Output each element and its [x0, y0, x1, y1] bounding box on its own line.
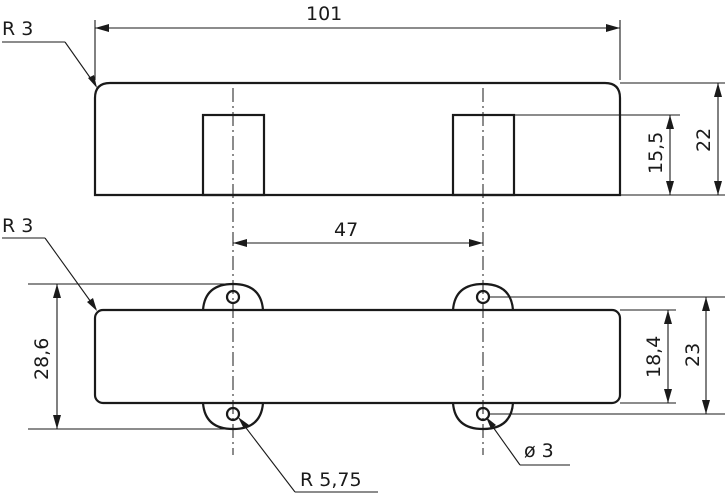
hole-bottom-right	[475, 406, 491, 422]
slot-height-label: 15,5	[645, 132, 667, 174]
hole-top-right	[475, 289, 491, 305]
ear-top-left	[201, 282, 265, 311]
dimension-cover-width: 18,4	[620, 309, 676, 404]
cover-width-label: 18,4	[643, 336, 665, 378]
pole-spacing-label: 47	[334, 219, 358, 241]
side-view-body-outline	[93, 81, 622, 197]
dimension-overall-width: 23	[490, 296, 725, 415]
ear-bottom-right	[451, 402, 515, 431]
hole-top-left	[225, 289, 241, 305]
bottom-radius-callout: R 3	[2, 215, 97, 311]
dimension-total-height: 22	[620, 82, 725, 196]
top-radius-callout: R 3	[2, 18, 97, 88]
side-view	[93, 81, 622, 197]
top-radius-label: R 3	[2, 18, 33, 40]
hole-bottom-left	[225, 406, 241, 422]
outer-width-label: 28,6	[31, 338, 53, 380]
bottom-radius-label: R 3	[2, 215, 33, 237]
ear-radius-label: R 5,75	[300, 469, 362, 491]
dimension-pole-spacing: 47	[233, 219, 483, 247]
overall-width-label: 23	[682, 343, 704, 367]
ear-bottom-left	[201, 402, 265, 431]
total-height-label: 22	[693, 128, 715, 152]
hole-diameter-label: ø 3	[524, 440, 554, 462]
mounting-ears	[201, 282, 515, 431]
ear-radius-callout: R 5,75	[238, 417, 378, 493]
dimension-outer-width: 28,6	[28, 283, 225, 430]
dimension-slot-height: 15,5	[514, 114, 680, 196]
hole-diameter-callout: ø 3	[486, 417, 570, 466]
overall-length-label: 101	[306, 3, 342, 25]
plan-view-cover	[93, 308, 622, 405]
dimension-overall-length: 101	[94, 3, 621, 80]
